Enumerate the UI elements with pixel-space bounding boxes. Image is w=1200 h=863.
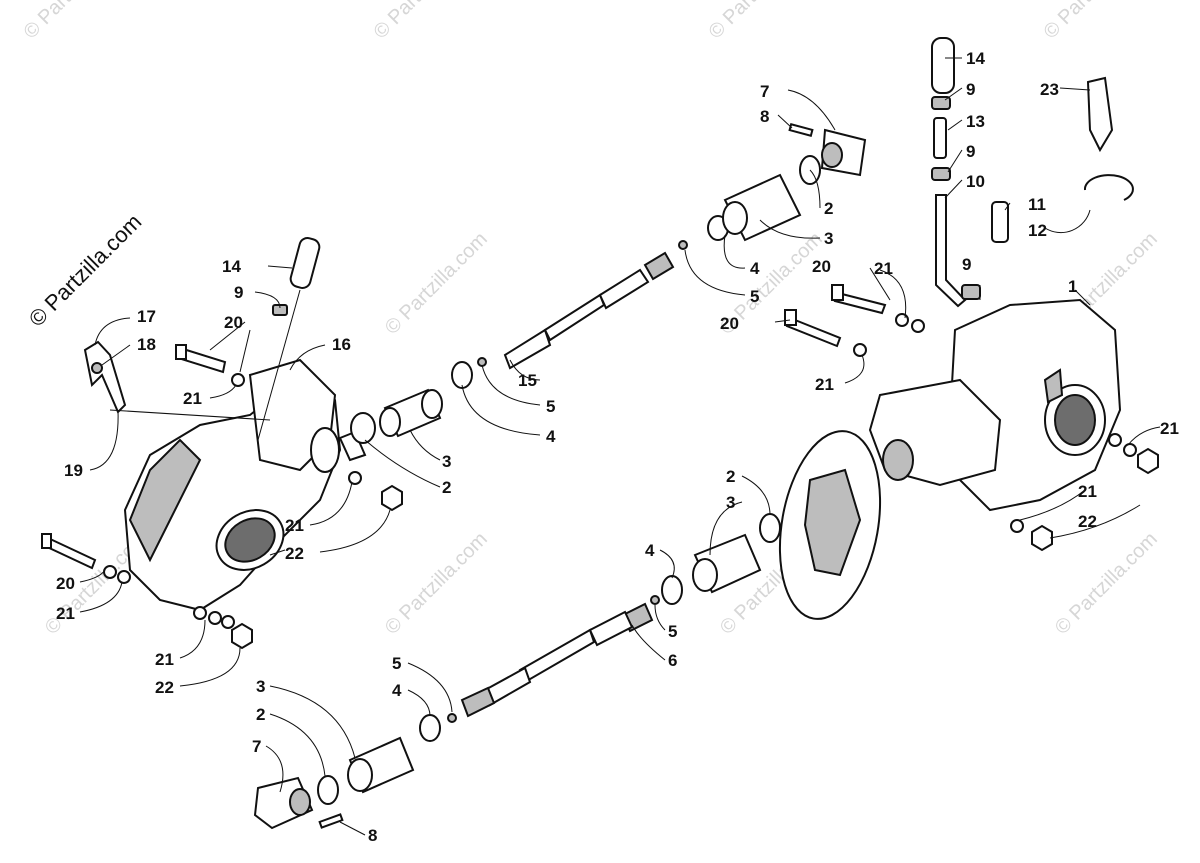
callout-17: 17 xyxy=(137,307,156,326)
callout-21: 21 xyxy=(1078,482,1097,501)
callout-4: 4 xyxy=(546,427,556,446)
callout-9: 9 xyxy=(966,80,975,99)
callout-14: 14 xyxy=(222,257,241,276)
left-hardware xyxy=(41,344,403,650)
callout-12: 12 xyxy=(1028,221,1047,240)
watermark-tile: © Partzilla.com xyxy=(19,0,130,43)
callout-3: 3 xyxy=(726,493,735,512)
callout-5: 5 xyxy=(750,287,759,306)
watermark-tile: © Partzilla.com xyxy=(1039,0,1150,43)
callout-22: 22 xyxy=(155,678,174,697)
callout-15: 15 xyxy=(518,371,537,390)
lower-axle xyxy=(253,513,781,830)
callout-3: 3 xyxy=(442,452,451,471)
callout-20: 20 xyxy=(812,257,831,276)
callout-3: 3 xyxy=(824,229,833,248)
watermark-main: © Partzilla.com xyxy=(24,209,147,332)
callout-20: 20 xyxy=(720,314,739,333)
callout-8: 8 xyxy=(760,107,769,126)
callout-1: 1 xyxy=(1068,277,1077,296)
callout-4: 4 xyxy=(750,259,760,278)
callout-2: 2 xyxy=(824,199,833,218)
callout-20: 20 xyxy=(56,574,75,593)
callout-22: 22 xyxy=(1078,512,1097,531)
callout-4: 4 xyxy=(645,541,655,560)
callout-23: 23 xyxy=(1040,80,1059,99)
callout-9: 9 xyxy=(234,283,243,302)
callout-2: 2 xyxy=(442,478,451,497)
callout-18: 18 xyxy=(137,335,156,354)
upper-right-boot-cover xyxy=(707,123,867,242)
callout-labels: 14 9 13 9 10 11 12 23 7 8 2 3 4 5 20 21 … xyxy=(56,49,1179,845)
callout-3: 3 xyxy=(256,677,265,696)
brake-disc xyxy=(778,430,882,620)
callout-21: 21 xyxy=(815,375,834,394)
callout-9: 9 xyxy=(966,142,975,161)
right-hardware xyxy=(784,284,1159,552)
callout-2: 2 xyxy=(726,467,735,486)
left-bracket-17 xyxy=(83,340,127,414)
callout-5: 5 xyxy=(668,622,677,641)
callout-19: 19 xyxy=(64,461,83,480)
callout-21: 21 xyxy=(1160,419,1179,438)
callout-21: 21 xyxy=(874,259,893,278)
watermark-tile: © Partzilla.com xyxy=(381,228,492,339)
callout-9: 9 xyxy=(962,255,971,274)
callout-22: 22 xyxy=(285,544,304,563)
right-gearcase xyxy=(868,298,1122,512)
callout-21: 21 xyxy=(155,650,174,669)
left-gearcase xyxy=(123,358,342,612)
callout-11: 11 xyxy=(1028,195,1046,214)
callout-14: 14 xyxy=(966,49,985,68)
watermark-tile: © Partzilla.com xyxy=(1051,528,1162,639)
callout-7: 7 xyxy=(760,82,769,101)
watermark-tile: © Partzilla.com xyxy=(704,0,815,43)
watermark-tile: © Partzilla.com xyxy=(381,528,492,639)
callout-6: 6 xyxy=(668,651,677,670)
callout-4: 4 xyxy=(392,681,402,700)
right-vent-hose xyxy=(931,37,1134,308)
callout-7: 7 xyxy=(252,737,261,756)
callout-10: 10 xyxy=(966,172,985,191)
callout-5: 5 xyxy=(546,397,555,416)
callout-2: 2 xyxy=(256,705,265,724)
callout-8: 8 xyxy=(368,826,377,845)
callout-16: 16 xyxy=(332,335,351,354)
watermark-tile: © Partzilla.com xyxy=(369,0,480,43)
upper-axle xyxy=(338,240,688,462)
callout-20: 20 xyxy=(224,313,243,332)
leader-lines xyxy=(79,57,1161,836)
callout-13: 13 xyxy=(966,112,985,131)
callout-21: 21 xyxy=(285,516,304,535)
callout-21: 21 xyxy=(56,604,75,623)
callout-5: 5 xyxy=(392,654,401,673)
callout-21: 21 xyxy=(183,389,202,408)
